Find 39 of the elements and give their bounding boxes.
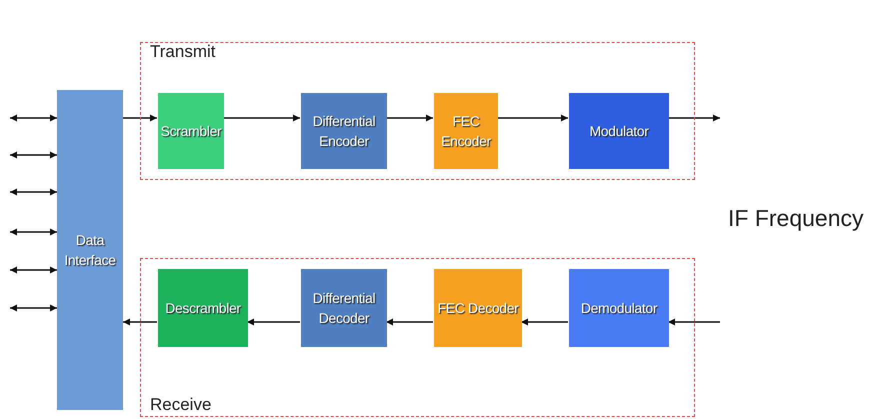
arrow <box>123 318 157 326</box>
process-block <box>434 93 498 169</box>
arrow <box>247 318 300 326</box>
process-block <box>569 269 669 347</box>
block-label: Scrambler <box>160 122 222 141</box>
block-label: FEC Decoder <box>438 299 518 318</box>
dashed-group-frame <box>140 258 695 417</box>
signal-label: IF Frequency <box>728 204 864 232</box>
arrow <box>10 188 57 196</box>
process-block <box>434 269 522 347</box>
arrow <box>123 114 157 122</box>
arrow <box>668 318 720 326</box>
block-label: Data Interface <box>63 231 117 270</box>
arrow <box>10 114 57 122</box>
process-block <box>158 93 224 169</box>
arrow <box>10 266 57 274</box>
process-block <box>569 93 669 169</box>
dashed-group-frame <box>140 42 695 180</box>
process-block <box>301 269 387 347</box>
group-label: Transmit <box>150 42 216 62</box>
arrow <box>497 114 568 122</box>
block-label: Differential Decoder <box>312 289 376 328</box>
arrow <box>10 228 57 236</box>
block-label: Differential Encoder <box>312 112 376 151</box>
process-block <box>301 93 387 169</box>
arrow <box>223 114 300 122</box>
arrow <box>10 152 57 158</box>
arrow <box>668 114 720 122</box>
process-block <box>158 269 248 347</box>
process-block <box>57 90 123 410</box>
arrow <box>521 318 568 326</box>
block-label: Demodulator <box>580 299 658 318</box>
group-label: Receive <box>150 395 212 415</box>
block-label: Modulator <box>589 122 649 141</box>
block-label: FEC Encoder <box>440 112 492 151</box>
arrow <box>386 318 433 326</box>
arrow <box>10 304 57 312</box>
block-label: Descrambler <box>165 299 241 318</box>
arrow <box>386 114 433 122</box>
